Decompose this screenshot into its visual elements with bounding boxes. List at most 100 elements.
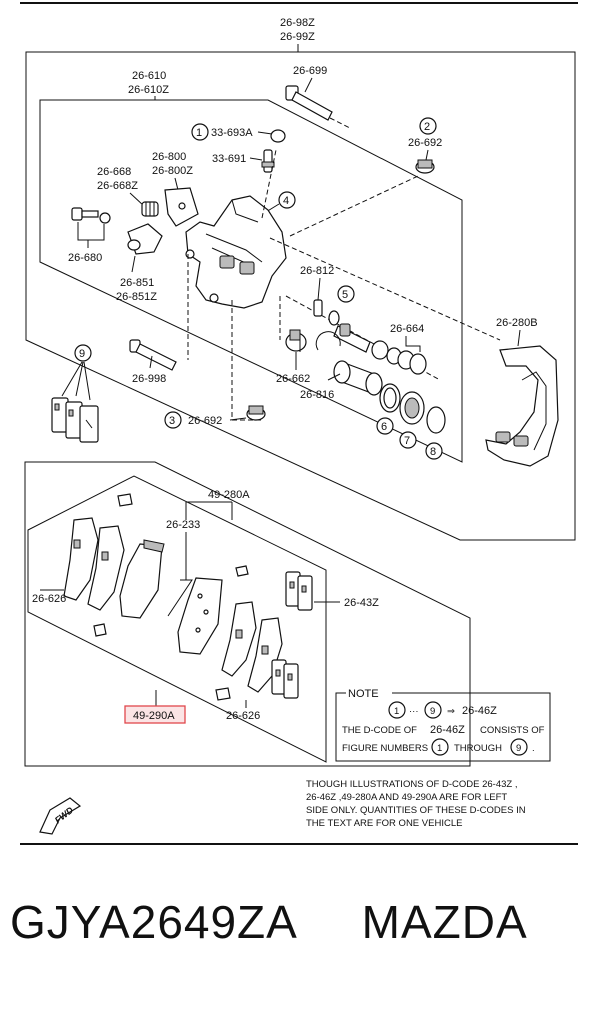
note-line2-end: . <box>532 743 535 754</box>
label-pad-290a: 49-290A <box>133 710 175 722</box>
callout-8: 8 <box>430 446 436 458</box>
label-spring-668z: 26-668Z <box>97 180 138 192</box>
o-ring-8 <box>426 406 446 434</box>
part-number-caption: GJYA2649ZA MAZDA <box>10 895 590 949</box>
label-screw-812: 26-812 <box>300 265 334 277</box>
callout-7: 7 <box>404 435 410 447</box>
caliper-frame-outer <box>25 51 576 541</box>
leader-691 <box>249 157 263 161</box>
callout-circle-7 <box>399 431 417 449</box>
piston-boot-662 <box>285 329 307 352</box>
note-line2-mid: THROUGH <box>454 743 502 754</box>
leader-664 <box>405 336 421 352</box>
mounting-bracket <box>485 345 559 467</box>
shim-right-outer <box>221 601 257 677</box>
label-cap-693: 33-693A <box>211 127 253 139</box>
footnote-line-2: 26-46Z ,49-280A AND 49-290A ARE FOR LEFT <box>306 792 507 803</box>
callout-circle-2 <box>419 117 437 135</box>
footnote-line-1: THOUGH ILLUSTRATIONS OF D-CODE 26-43Z , <box>306 779 518 790</box>
label-kit-43z: 26-43Z <box>344 597 379 609</box>
dash-to-mount <box>269 237 501 341</box>
callout-6: 6 <box>381 421 387 433</box>
leader-998 <box>149 355 153 369</box>
callout-2: 2 <box>424 121 430 133</box>
shim-left-outer <box>63 517 99 601</box>
dust-boot-top <box>415 159 435 174</box>
callout-circle-1 <box>191 123 209 141</box>
leader-680-bracket <box>77 222 105 241</box>
label-top-code-a: 26-98Z <box>280 17 315 29</box>
leader-692-bottom <box>229 417 247 421</box>
label-caliper-b: 26-610Z <box>128 84 169 96</box>
label-bracket-800: 26-800 <box>152 151 186 163</box>
shim-right-inner <box>247 617 283 693</box>
highlight-box-290a <box>124 705 186 724</box>
callout-circle-8 <box>425 442 443 460</box>
callout-circle-9 <box>74 344 92 362</box>
adjuster-spring <box>141 201 159 217</box>
note-eq-to: 9 <box>430 706 435 717</box>
note-title: NOTE <box>348 688 379 700</box>
leader-9c <box>83 361 91 401</box>
footnote-line-4: THE TEXT ARE FOR ONE VEHICLE <box>306 818 462 829</box>
note-eq-arrow: ⇒ <box>447 706 455 717</box>
clip-bottom-left <box>93 623 107 637</box>
callout-circle-4 <box>278 191 296 209</box>
fwd-arrow-icon: FWD <box>39 797 82 835</box>
label-boot-692-bottom: 26-692 <box>188 415 222 427</box>
label-boot-692-top: 26-692 <box>408 137 442 149</box>
note-box: NOTE 1 ··· 9 ⇒ 26-46Z THE D-CODE OF 26-4… <box>335 686 551 762</box>
label-spring-668: 26-668 <box>97 166 131 178</box>
dust-seal-7-inner <box>404 397 420 419</box>
spring-clip-233 <box>167 579 193 617</box>
caliper-body <box>185 195 287 309</box>
set-screw <box>313 299 323 317</box>
note-eq-from: 1 <box>394 706 399 717</box>
shim-set-9 <box>51 397 99 443</box>
brand-name: MAZDA <box>361 896 528 948</box>
label-clip-233: 26-233 <box>166 519 200 531</box>
label-bleeder-691: 33-691 <box>212 153 246 165</box>
note-line2-from: 1 <box>437 743 442 754</box>
note-line2-pre: FIGURE NUMBERS <box>342 743 428 754</box>
brake-pad-outer <box>119 539 165 619</box>
callout-4: 4 <box>283 195 289 207</box>
label-piston-816: 26-816 <box>300 389 334 401</box>
part-number: GJYA2649ZA <box>10 896 298 948</box>
guide-bolt-998 <box>129 339 177 371</box>
note-eq-dots: ··· <box>409 706 419 717</box>
shim-left-inner <box>87 525 125 611</box>
dash-bleeder <box>261 149 277 219</box>
label-bolt-699: 26-699 <box>293 65 327 77</box>
note-line1-pre: THE D-CODE OF <box>342 725 417 736</box>
callout-circle-5 <box>337 285 355 303</box>
spring-bracket <box>164 187 199 227</box>
brake-pad-inner <box>177 577 223 655</box>
leader-692-top <box>425 149 429 161</box>
leader-9a <box>61 361 83 397</box>
label-boot-662: 26-662 <box>276 373 310 385</box>
label-plate-851: 26-851 <box>120 277 154 289</box>
clip-top-left <box>117 493 133 507</box>
leader-800 <box>174 177 179 191</box>
bleeder-screw <box>261 149 275 173</box>
leader-699 <box>304 77 313 93</box>
bleeder-cap <box>270 129 286 143</box>
label-shim-626-left: 26-626 <box>32 593 66 605</box>
note-line2-to: 9 <box>516 743 521 754</box>
callout-9: 9 <box>79 348 85 360</box>
callout-3: 3 <box>169 415 175 427</box>
label-mount-280b: 26-280B <box>496 317 538 329</box>
label-bracket-800z: 26-800Z <box>152 165 193 177</box>
piston-816 <box>333 360 383 396</box>
leader-812 <box>317 277 321 301</box>
leader-693 <box>257 131 273 135</box>
label-bolt-998: 26-998 <box>132 373 166 385</box>
clip-bottom-right <box>215 687 231 701</box>
dust-boot-bottom <box>246 405 266 421</box>
o-ring-small <box>328 310 340 326</box>
bolt-680 <box>71 207 111 224</box>
note-line1-code: 26-46Z <box>430 724 465 736</box>
pad-kit-inner <box>27 475 327 763</box>
